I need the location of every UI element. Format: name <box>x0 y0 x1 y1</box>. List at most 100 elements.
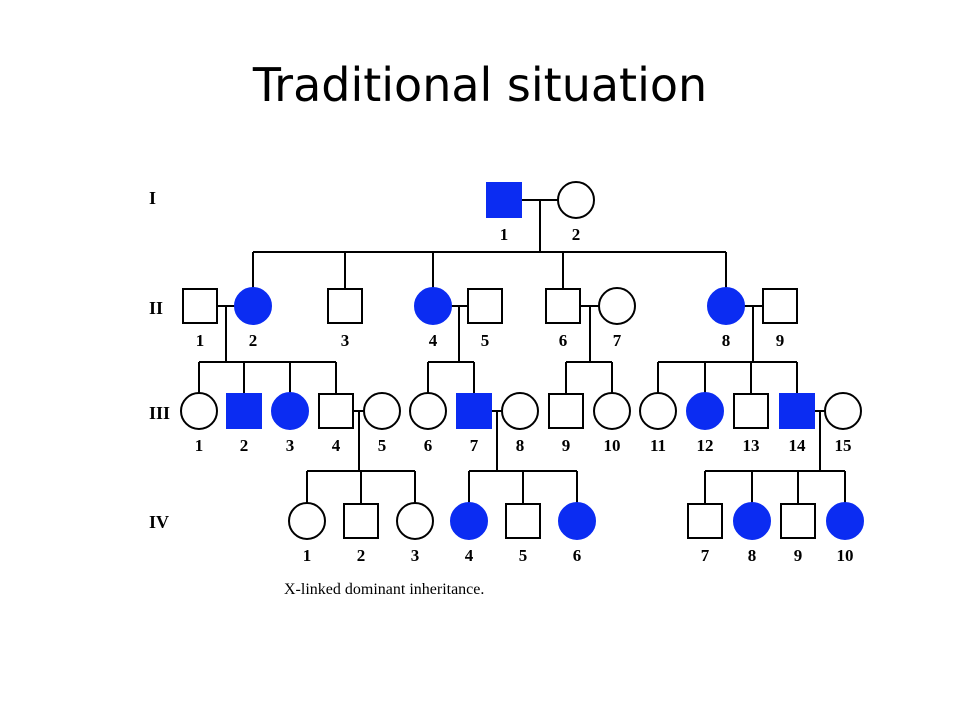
individual-IV-6: 6 <box>558 502 596 565</box>
individual-number: 14 <box>789 436 807 455</box>
individual-number: 2 <box>249 331 258 350</box>
individual-number: 6 <box>424 436 433 455</box>
individual-II-9: 9 <box>762 288 798 350</box>
female-symbol <box>593 392 631 430</box>
female-symbol <box>639 392 677 430</box>
individual-number: 9 <box>776 331 785 350</box>
male-symbol <box>182 288 218 324</box>
generation-label-1: I <box>149 188 156 208</box>
individual-III-12: 12 <box>686 392 724 455</box>
male-symbol <box>733 393 769 429</box>
affected-male-symbol <box>486 182 522 218</box>
individual-II-6: 6 <box>545 288 581 350</box>
individual-I-2: 2 <box>557 181 595 244</box>
individual-number: 5 <box>378 436 387 455</box>
male-symbol <box>467 288 503 324</box>
individual-III-14: 14 <box>779 393 815 455</box>
individual-III-2: 2 <box>226 393 262 455</box>
individual-II-5: 5 <box>467 288 503 350</box>
individual-number: 15 <box>835 436 852 455</box>
individual-number: 9 <box>794 546 803 565</box>
affected-female-symbol <box>234 287 272 325</box>
individual-number: 5 <box>519 546 528 565</box>
individual-III-13: 13 <box>733 393 769 455</box>
individual-II-3: 3 <box>327 288 363 350</box>
individual-III-4: 4 <box>318 393 354 455</box>
individual-III-8: 8 <box>501 392 539 455</box>
individual-II-4: 4 <box>414 287 452 350</box>
individual-III-5: 5 <box>363 392 401 455</box>
individual-number: 1 <box>303 546 312 565</box>
individual-II-2: 2 <box>234 287 272 350</box>
individual-number: 3 <box>341 331 350 350</box>
individual-number: 2 <box>572 225 581 244</box>
individual-number: 13 <box>743 436 760 455</box>
affected-female-symbol <box>450 502 488 540</box>
male-symbol <box>343 503 379 539</box>
individual-IV-1: 1 <box>288 502 326 565</box>
individual-number: 10 <box>604 436 621 455</box>
female-symbol <box>557 181 595 219</box>
individual-number: 10 <box>837 546 854 565</box>
individual-IV-8: 8 <box>733 502 771 565</box>
male-symbol <box>687 503 723 539</box>
individual-II-8: 8 <box>707 287 745 350</box>
individual-number: 6 <box>559 331 568 350</box>
individual-III-15: 15 <box>824 392 862 455</box>
individual-IV-10: 10 <box>826 502 864 565</box>
individual-number: 4 <box>429 331 438 350</box>
generation-label-4: IV <box>149 512 169 532</box>
individual-number: 1 <box>195 436 204 455</box>
individual-number: 8 <box>748 546 757 565</box>
individual-IV-2: 2 <box>343 503 379 565</box>
individual-IV-7: 7 <box>687 503 723 565</box>
female-symbol <box>598 287 636 325</box>
affected-female-symbol <box>686 392 724 430</box>
pedigree-lines <box>198 199 846 504</box>
individual-III-1: 1 <box>180 392 218 455</box>
individual-number: 12 <box>697 436 714 455</box>
affected-male-symbol <box>456 393 492 429</box>
individual-number: 2 <box>240 436 249 455</box>
individual-number: 8 <box>722 331 731 350</box>
affected-female-symbol <box>826 502 864 540</box>
affected-female-symbol <box>271 392 309 430</box>
individual-III-9: 9 <box>548 393 584 455</box>
female-symbol <box>501 392 539 430</box>
female-symbol <box>363 392 401 430</box>
male-symbol <box>545 288 581 324</box>
affected-female-symbol <box>558 502 596 540</box>
female-symbol <box>396 502 434 540</box>
individual-number: 1 <box>196 331 205 350</box>
male-symbol <box>327 288 363 324</box>
individual-III-10: 10 <box>593 392 631 455</box>
individual-number: 4 <box>332 436 341 455</box>
affected-female-symbol <box>733 502 771 540</box>
individual-number: 1 <box>500 225 509 244</box>
male-symbol <box>318 393 354 429</box>
individual-number: 8 <box>516 436 525 455</box>
individual-IV-5: 5 <box>505 503 541 565</box>
female-symbol <box>824 392 862 430</box>
individual-number: 3 <box>411 546 420 565</box>
female-symbol <box>288 502 326 540</box>
individual-IV-4: 4 <box>450 502 488 565</box>
female-symbol <box>409 392 447 430</box>
individual-number: 11 <box>650 436 666 455</box>
individual-number: 6 <box>573 546 582 565</box>
male-symbol <box>548 393 584 429</box>
individual-number: 9 <box>562 436 571 455</box>
individual-number: 5 <box>481 331 490 350</box>
individual-number: 7 <box>613 331 622 350</box>
individual-number: 3 <box>286 436 295 455</box>
diagram-caption: X-linked dominant inheritance. <box>284 581 485 598</box>
female-symbol <box>180 392 218 430</box>
slide-title: Traditional situation <box>252 58 708 112</box>
male-symbol <box>505 503 541 539</box>
individual-III-11: 11 <box>639 392 677 455</box>
individual-III-3: 3 <box>271 392 309 455</box>
individual-number: 7 <box>470 436 479 455</box>
individual-IV-9: 9 <box>780 503 816 565</box>
